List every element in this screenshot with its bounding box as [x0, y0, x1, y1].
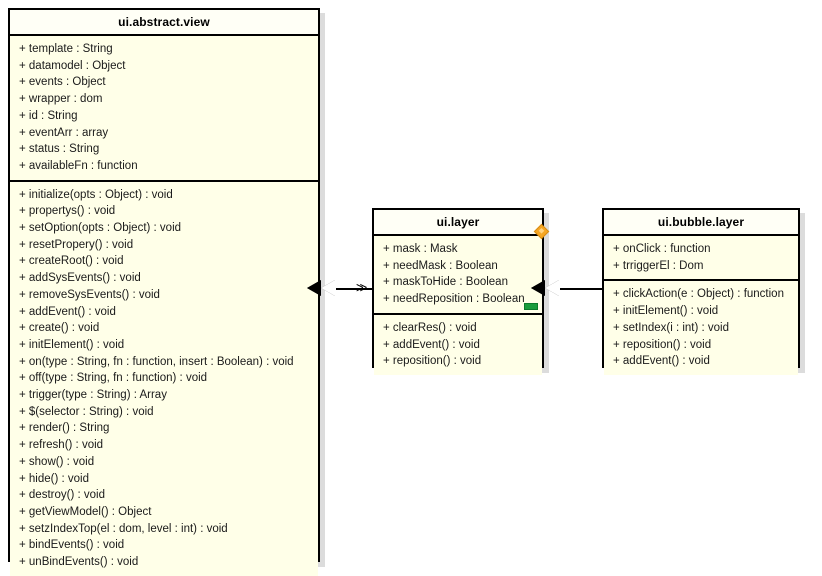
method-row: + resetPropery() : void: [19, 238, 134, 251]
class-title-ui-abstract-view: ui.abstract.view: [10, 10, 318, 36]
method-row: + off(type : String, fn : function) : vo…: [19, 372, 208, 385]
generalization-arrowhead-abstract-view: [307, 280, 336, 298]
attributes-compartment-ui-layer: + mask : Mask + needMask : Boolean + mas…: [374, 236, 542, 313]
class-title-ui-layer: ui.layer: [374, 210, 542, 236]
class-box-ui-abstract-view[interactable]: ui.abstract.view + template : String + d…: [8, 8, 320, 576]
flow-marker-icon: >>: [356, 278, 367, 297]
attribute-row: + eventArr : array: [19, 126, 109, 139]
attribute-row: + onClick : function: [613, 243, 711, 255]
method-row: + show() : void: [19, 455, 95, 468]
method-row: + on(type : String, fn : function, inser…: [19, 355, 294, 368]
methods-compartment-ui-layer: + clearRes() : void + addEvent() : void …: [374, 312, 542, 375]
method-row: + hide() : void: [19, 472, 89, 485]
method-row: + destroy() : void: [19, 489, 105, 502]
attributes-compartment-ui-bubble-layer: + onClick : function + trriggerEl : Dom: [604, 236, 798, 280]
method-row: + setOption(opts : Object) : void: [19, 222, 182, 235]
method-row: + clearRes() : void: [383, 321, 477, 334]
connector-layer-to-abstract-view[interactable]: [336, 288, 372, 290]
attribute-row: + datamodel : Object: [19, 59, 126, 72]
attribute-row: + wrapper : dom: [19, 93, 103, 106]
anchor-handle-bar-icon[interactable]: [524, 303, 538, 310]
class-box-ui-layer[interactable]: ui.layer + mask : Mask + needMask : Bool…: [372, 208, 544, 375]
method-row: + reposition() : void: [383, 355, 482, 368]
attribute-row: + needReposition : Boolean: [383, 293, 525, 306]
attribute-row: + needMask : Boolean: [383, 259, 498, 272]
methods-compartment-ui-bubble-layer: + clickAction(e : Object) : function + i…: [604, 279, 798, 375]
attribute-row: + events : Object: [19, 76, 106, 89]
method-row: + reposition() : void: [613, 338, 712, 351]
method-row: + addEvent() : void: [613, 355, 710, 368]
method-row: + initialize(opts : Object) : void: [19, 188, 173, 201]
method-row: + clickAction(e : Object) : function: [613, 288, 784, 301]
method-row: + $(selector : String) : void: [19, 405, 154, 418]
method-row: + render() : String: [19, 422, 110, 435]
method-row: + refresh() : void: [19, 439, 104, 452]
method-row: + setIndex(i : int) : void: [613, 321, 730, 334]
method-row: + addEvent() : void: [383, 338, 480, 351]
method-row: + initElement() : void: [613, 305, 719, 318]
method-row: + setzIndexTop(el : dom, level : int) : …: [19, 522, 228, 535]
method-row: + addEvent() : void: [19, 305, 116, 318]
attribute-row: + maskToHide : Boolean: [383, 276, 508, 289]
class-title-ui-bubble-layer: ui.bubble.layer: [604, 210, 798, 236]
method-row: + create() : void: [19, 322, 100, 335]
class-box-ui-bubble-layer[interactable]: ui.bubble.layer + onClick : function + t…: [602, 208, 800, 375]
generalization-arrowhead-layer: [531, 280, 560, 298]
method-row: + initElement() : void: [19, 338, 125, 351]
attribute-row: + availableFn : function: [19, 159, 138, 172]
methods-compartment-ui-abstract-view: + initialize(opts : Object) : void + pro…: [10, 179, 318, 576]
method-row: + trigger(type : String) : Array: [19, 389, 167, 402]
attribute-row: + mask : Mask: [383, 243, 458, 255]
method-row: + addSysEvents() : void: [19, 272, 141, 285]
attribute-row: + status : String: [19, 143, 100, 156]
attributes-compartment-ui-abstract-view: + template : String + datamodel : Object…: [10, 36, 318, 180]
connector-bubble-layer-to-layer[interactable]: [560, 288, 602, 290]
attribute-row: + template : String: [19, 43, 113, 55]
method-row: + removeSysEvents() : void: [19, 288, 160, 301]
method-row: + unBindEvents() : void: [19, 556, 139, 569]
attribute-row: + id : String: [19, 109, 78, 122]
method-row: + getViewModel() : Object: [19, 505, 152, 518]
method-row: + bindEvents() : void: [19, 539, 125, 552]
method-row: + propertys() : void: [19, 205, 116, 218]
method-row: + createRoot() : void: [19, 255, 124, 268]
attribute-row: + trriggerEl : Dom: [613, 259, 704, 272]
